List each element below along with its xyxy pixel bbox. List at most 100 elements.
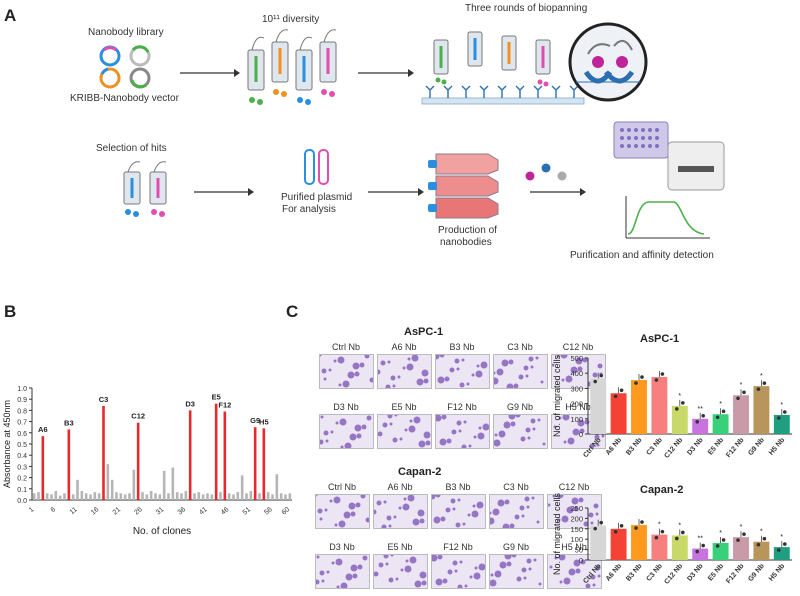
bar [58, 495, 62, 500]
y-axis-title: No. of migrated cells [552, 354, 562, 437]
bar [171, 467, 175, 500]
bar [145, 494, 149, 500]
y-tick-label: 250 [570, 504, 583, 513]
bar [97, 493, 101, 500]
data-point [613, 394, 618, 399]
bar [180, 493, 183, 500]
nanobody-dots-icon [525, 163, 567, 181]
x-tick-label: A6 Nb [605, 563, 623, 583]
bar [214, 403, 218, 500]
migration-well-image [493, 354, 548, 389]
x-tick-label: 16 [90, 506, 101, 516]
bar [67, 429, 71, 500]
selection-label: Selection of hits [96, 143, 167, 154]
x-tick-label: 31 [155, 506, 166, 516]
data-point [736, 396, 740, 401]
data-point [695, 549, 699, 554]
migration-well-image [315, 554, 370, 589]
x-tick-label: B3 Nb [625, 563, 643, 583]
bar [227, 493, 231, 500]
y-tick-label: 0.0 [17, 498, 27, 505]
data-point [634, 526, 638, 530]
significance-mark: * [760, 529, 763, 536]
bar-annotation: A6 [38, 425, 48, 434]
y-tick-label: 0.1 [17, 487, 27, 494]
bar [188, 410, 192, 500]
y-tick-label: 0.6 [17, 431, 27, 438]
arrow-icon [180, 69, 240, 77]
x-tick-label: 60 [281, 506, 292, 516]
diversity-label: 10¹¹ diversity [262, 14, 320, 25]
well-label: F12 Nb [447, 402, 477, 412]
bar [733, 395, 749, 434]
x-tick-label: F12 Nb [725, 563, 745, 585]
aspc-chart-title: AsPC-1 [640, 333, 680, 345]
migration-well-image [547, 494, 602, 529]
data-point [783, 542, 787, 546]
bar [773, 547, 790, 560]
bar [692, 418, 709, 434]
migration-well-image [315, 494, 370, 529]
bar [284, 494, 287, 500]
panel-b-label: B [4, 302, 17, 321]
bar [236, 492, 240, 500]
migration-well-image [435, 414, 490, 449]
bar [141, 492, 144, 500]
bar [193, 493, 196, 500]
bar [610, 528, 627, 560]
bar [89, 494, 92, 500]
biopanning-plate-icon [421, 31, 585, 105]
x-tick-label: D3 Nb [686, 563, 704, 583]
arrow-icon [194, 188, 254, 196]
data-point [619, 524, 624, 528]
x-tick-label: 26 [133, 506, 144, 516]
bar [712, 542, 729, 560]
x-tick-label: Ctrl Nb [582, 563, 602, 585]
y-tick-label: 100 [570, 415, 583, 424]
x-tick-label: E5 Nb [707, 563, 725, 583]
bar [671, 405, 688, 434]
panel-c-label: C [286, 302, 299, 321]
x-tick-label: G9 Nb [747, 563, 766, 583]
migration-well-image [319, 354, 374, 389]
y-tick-label: 200 [570, 514, 583, 523]
data-point [762, 536, 767, 541]
data-point [756, 387, 761, 391]
x-tick-label: 1 [28, 506, 36, 514]
bar [84, 493, 88, 500]
bar [123, 494, 127, 500]
arrow-icon [358, 69, 414, 77]
x-tick-label: A6 Nb [605, 437, 623, 457]
bar-annotation: D3 [185, 399, 195, 408]
bar [692, 548, 709, 560]
significance-mark: * [740, 382, 743, 389]
nanobody-library-label: Nanobody library [88, 27, 164, 38]
purification-label: Purification and affinity detection [570, 250, 714, 261]
migration-well-image [377, 414, 432, 449]
x-tick-label: D3 Nb [686, 437, 704, 457]
y-tick-label: 0.2 [17, 476, 27, 483]
data-point [681, 401, 685, 405]
migration-well-image [431, 494, 486, 529]
well-label: E5 Nb [391, 402, 417, 412]
migration-well-image [493, 414, 548, 449]
selected-phage-icon [123, 161, 167, 217]
well-label: D3 Nb [333, 402, 359, 412]
clone-elisa-chart: 0.00.10.20.30.40.50.60.70.80.91.0A6B3C3C… [2, 386, 292, 537]
y-tick-label: 400 [570, 369, 583, 378]
bar [590, 378, 607, 434]
bar [45, 493, 49, 500]
data-point [762, 381, 767, 385]
bar [253, 427, 257, 500]
data-point [654, 535, 659, 540]
capan-chart-title: Capan-2 [640, 484, 684, 496]
bar [184, 491, 188, 500]
phage-library-icon [247, 29, 337, 105]
well-label: A6 Nb [387, 482, 413, 492]
data-point [783, 410, 787, 414]
data-point [756, 542, 761, 547]
bar [773, 415, 790, 434]
bar [50, 494, 53, 500]
bar [115, 492, 118, 500]
arrow-icon [368, 188, 424, 196]
